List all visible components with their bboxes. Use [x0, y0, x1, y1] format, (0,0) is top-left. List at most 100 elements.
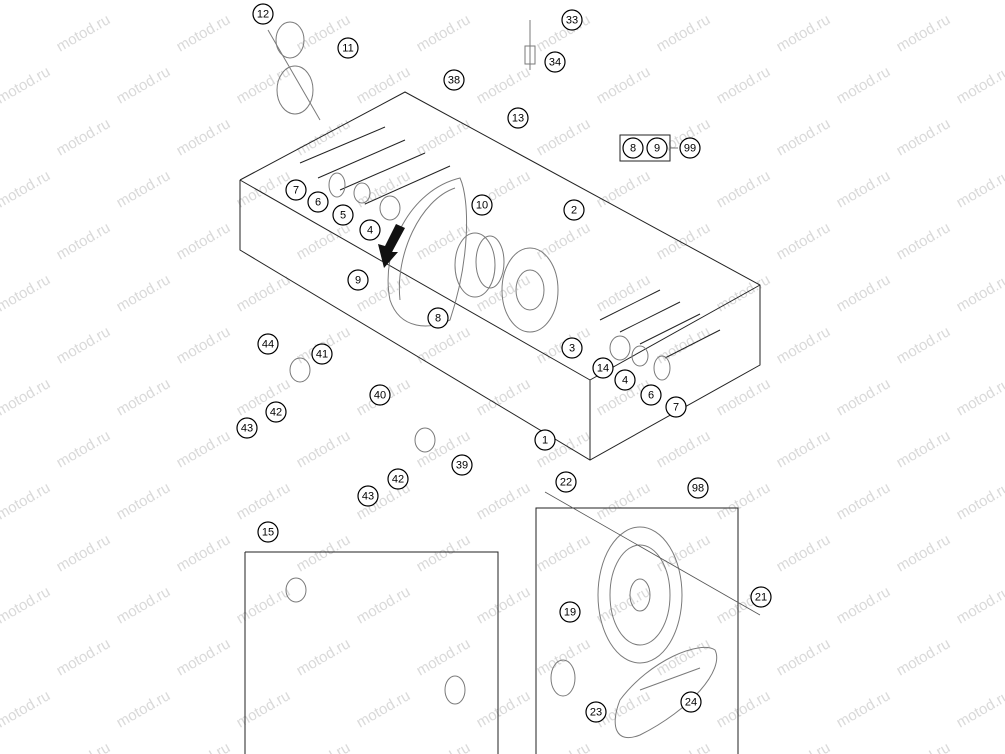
callout-number: 14 — [597, 363, 609, 375]
watermark-text: motod.ru — [714, 687, 774, 731]
callout-number: 9 — [355, 275, 361, 287]
watermark-text: motod.ru — [534, 219, 594, 263]
watermark-text: motod.ru — [774, 531, 834, 575]
watermark-text: motod.ru — [954, 687, 1005, 731]
callout-number: 39 — [456, 460, 468, 472]
callout-3: 3 — [561, 337, 583, 359]
callout-24: 24 — [680, 691, 702, 713]
hub — [454, 232, 505, 298]
callout-number: 7 — [293, 185, 299, 197]
callout-circle — [369, 384, 391, 406]
callout-number: 3 — [569, 343, 575, 355]
callout-circle — [563, 199, 585, 221]
watermark-text: motod.ru — [954, 479, 1005, 523]
watermark-text: motod.ru — [534, 115, 594, 159]
watermark-text: motod.ru — [174, 531, 234, 575]
callout-19: 19 — [559, 601, 581, 623]
watermark-text: motod.ru — [714, 0, 774, 3]
callout-number: 38 — [448, 75, 460, 87]
brake-disc — [501, 247, 559, 333]
watermark-text: motod.ru — [234, 479, 294, 523]
callout-43: 43 — [357, 485, 379, 507]
watermark-text: motod.ru — [534, 635, 594, 679]
callout-21: 21 — [750, 586, 772, 608]
callout-circle — [285, 179, 307, 201]
callout-12: 12 — [252, 3, 274, 25]
bearing-kit-box — [244, 551, 499, 754]
callout-number: 99 — [684, 143, 696, 155]
watermark-text: motod.ru — [54, 531, 114, 575]
watermark-text: motod.ru — [0, 375, 53, 419]
callout-5: 5 — [332, 204, 354, 226]
wheel-assembly-box — [239, 91, 761, 461]
watermark-text: motod.ru — [174, 635, 234, 679]
watermark-text: motod.ru — [54, 219, 114, 263]
watermark-text: motod.ru — [774, 219, 834, 263]
callout-number: 42 — [270, 407, 282, 419]
callout-circle — [357, 485, 379, 507]
callout-number: 6 — [315, 197, 321, 209]
callout-number: 7 — [673, 402, 679, 414]
callout-11: 11 — [337, 37, 359, 59]
callout-number: 19 — [564, 607, 576, 619]
watermark-text: motod.ru — [654, 427, 714, 471]
watermark-text: motod.ru — [414, 11, 474, 55]
callout-number: 43 — [362, 491, 374, 503]
watermark-text: motod.ru — [594, 63, 654, 107]
callout-number: 21 — [755, 592, 767, 604]
callout-4: 4 — [614, 369, 636, 391]
watermark-text: motod.ru — [114, 271, 174, 315]
watermark-text: motod.ru — [414, 323, 474, 367]
callout-number: 12 — [257, 9, 269, 21]
watermark-text: motod.ru — [354, 583, 414, 627]
watermark-text: motod.ru — [834, 63, 894, 107]
watermark-text: motod.ru — [954, 167, 1005, 211]
callout-15: 15 — [257, 521, 279, 543]
callout-number: 44 — [262, 339, 274, 351]
callout-circle — [307, 191, 329, 213]
watermark-text: motod.ru — [114, 687, 174, 731]
watermark-text: motod.ru — [414, 531, 474, 575]
watermark-text: motod.ru — [0, 687, 53, 731]
watermark-text: motod.ru — [594, 0, 654, 3]
watermark-text: motod.ru — [534, 531, 594, 575]
callout-number: 23 — [590, 707, 602, 719]
callout-42: 42 — [387, 468, 409, 490]
watermark-text: motod.ru — [474, 0, 534, 3]
watermark-text: motod.ru — [474, 479, 534, 523]
watermark-text: motod.ru — [174, 115, 234, 159]
watermark-text: motod.ru — [834, 583, 894, 627]
callout-circle — [427, 307, 449, 329]
watermark-text: motod.ru — [954, 63, 1005, 107]
callout-number: 98 — [692, 483, 704, 495]
watermark-text: motod.ru — [954, 271, 1005, 315]
watermark-text: motod.ru — [114, 479, 174, 523]
callout-circle — [561, 9, 583, 31]
watermark-text: motod.ru — [354, 167, 414, 211]
watermark-text: motod.ru — [654, 323, 714, 367]
callout-circle — [332, 204, 354, 226]
watermark-text: motod.ru — [294, 739, 354, 754]
watermark-text: motod.ru — [54, 635, 114, 679]
callout-number: 6 — [648, 390, 654, 402]
watermark-text: motod.ru — [654, 739, 714, 754]
watermark-text: motod.ru — [0, 63, 53, 107]
callout-41: 41 — [311, 343, 333, 365]
callout-number: 11 — [342, 43, 353, 55]
callout-circle — [359, 219, 381, 241]
callout-circle — [559, 601, 581, 623]
callout-38: 38 — [443, 69, 465, 91]
callout-circle — [544, 51, 566, 73]
watermark-text: motod.ru — [174, 219, 234, 263]
callout-number: 15 — [262, 527, 274, 539]
callout-4: 4 — [359, 219, 381, 241]
watermark-text: motod.ru — [894, 115, 954, 159]
callout-9: 9 — [347, 269, 369, 291]
callout-99: 99 — [679, 137, 701, 159]
callout-number: 8 — [630, 143, 636, 155]
callout-2: 2 — [563, 199, 585, 221]
watermark-text: motod.ru — [474, 583, 534, 627]
watermark-text: motod.ru — [834, 271, 894, 315]
callout-33: 33 — [561, 9, 583, 31]
